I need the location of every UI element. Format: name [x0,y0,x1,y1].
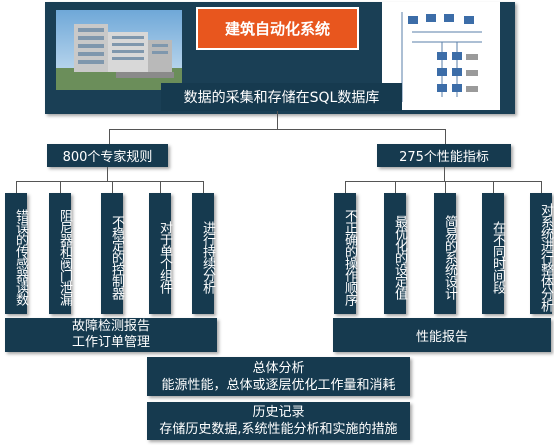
left-item-text: 错误的传感器读数 [13,208,28,305]
right-item-sequence: 不正确的操作顺序 [334,193,357,314]
connector [445,181,446,193]
left-item-controller: 不稳定的控制器 [101,193,124,314]
left-item-text: 进行持续分析 [200,220,215,293]
right-item-text: 在不同时间段 [490,220,505,293]
connector [109,129,110,144]
right-item-text: 最优化的设定值 [392,214,407,299]
fault-report-line2: 工作订单管理 [71,335,150,350]
expert-rules-label: 800个专家规则 [47,144,168,167]
overall-analysis-desc: 能源性能，总体或逐层优化工作量和消耗 [161,377,396,393]
right-item-setpoint: 最优化的设定值 [384,193,407,314]
connector [107,167,108,181]
performance-report: 性能报告 [333,318,551,352]
left-item-damper: 阻尼器和阀门泄漏 [49,193,72,314]
left-item-sensor: 错误的传感器读数 [5,193,28,314]
connector [395,181,396,193]
database-banner: 数据的采集和存储在SQL数据库 [161,83,402,111]
connector [16,181,203,182]
connector [541,181,542,193]
right-item-overall: 对系统进行整体分析 [530,193,553,314]
right-item-design: 简易的系统设计 [434,193,457,314]
right-item-text: 对系统进行整体分析 [538,202,553,311]
connector [203,181,204,193]
system-title: 建筑自动化系统 [196,7,359,50]
database-banner-text: 数据的采集和存储在SQL数据库 [183,90,380,106]
performance-indicators-label: 275个性能指标 [377,144,511,167]
left-item-text: 对于单个组件 [157,220,172,293]
right-item-text: 不正确的操作顺序 [342,208,357,305]
history-title: 历史记录 [252,405,305,420]
system-title-text: 建筑自动化系统 [224,20,330,38]
fault-report-line1: 故障检测报告 [71,319,150,334]
history-desc: 存储历史数据,系统性能分析和实施的措施 [159,422,398,437]
connector [445,129,446,144]
building-image [56,10,182,90]
right-item-time: 在不同时间段 [482,193,505,314]
left-item-continuous: 进行持续分析 [192,193,215,314]
expert-rules-text: 800个专家规则 [62,150,153,165]
performance-report-text: 性能报告 [415,329,468,345]
connector [493,181,494,193]
performance-indicators-text: 275个性能指标 [399,150,489,165]
connector [109,129,445,130]
connector [16,181,17,193]
connector [160,181,161,193]
left-item-text: 阻尼器和阀门泄漏 [57,208,72,305]
connector [112,181,113,193]
connector [345,181,541,182]
connector [444,167,445,181]
history-record: 历史记录 存储历史数据,系统性能分析和实施的措施 [147,402,410,440]
fault-detection-report: 故障检测报告 工作订单管理 [5,318,217,352]
overall-analysis-title: 总体分析 [252,360,305,376]
connector [277,111,278,130]
right-item-text: 简易的系统设计 [442,214,457,299]
overall-analysis: 总体分析 能源性能，总体或逐层优化工作量和消耗 [147,357,410,396]
left-item-text: 不稳定的控制器 [109,214,124,299]
connector [345,181,346,193]
connector [60,181,61,193]
left-item-component: 对于单个组件 [149,193,172,314]
